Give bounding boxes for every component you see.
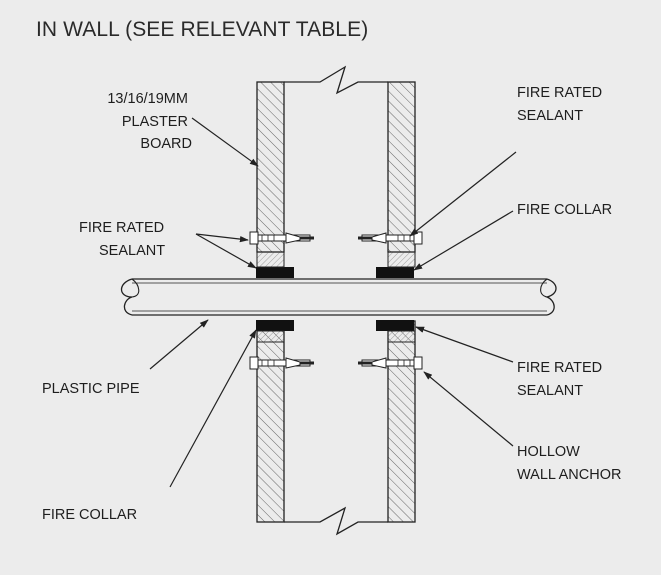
left-plasterboard [256,81,285,523]
callout-labels: 13/16/19MM PLASTER BOARD FIRE RATED SEAL… [42,85,621,523]
collar-bottom-left-label: FIRE COLLAR [42,507,137,523]
sealant-top-left-label: FIRE RATED SEALANT [79,220,168,259]
plasterboard-label: 13/16/19MM PLASTER BOARD [107,91,192,152]
plastic-pipe-label: PLASTIC PIPE [42,381,140,397]
wall-cavity-break-lines [284,65,388,536]
sealant-bottom-right-label: FIRE RATED SEALANT [517,360,606,399]
leader-lines [149,117,517,488]
fire-collars [256,267,414,331]
plastic-pipe-drawing [120,278,557,316]
collar-top-right-label: FIRE COLLAR [517,202,612,218]
hollow-wall-anchors [249,231,423,370]
fire-rated-sealant [256,251,416,343]
sealant-top-right-label: FIRE RATED SEALANT [517,85,606,124]
diagram-title: IN WALL (SEE RELEVANT TABLE) [36,18,369,41]
hollow-wall-anchor-label: HOLLOW WALL ANCHOR [517,444,621,483]
